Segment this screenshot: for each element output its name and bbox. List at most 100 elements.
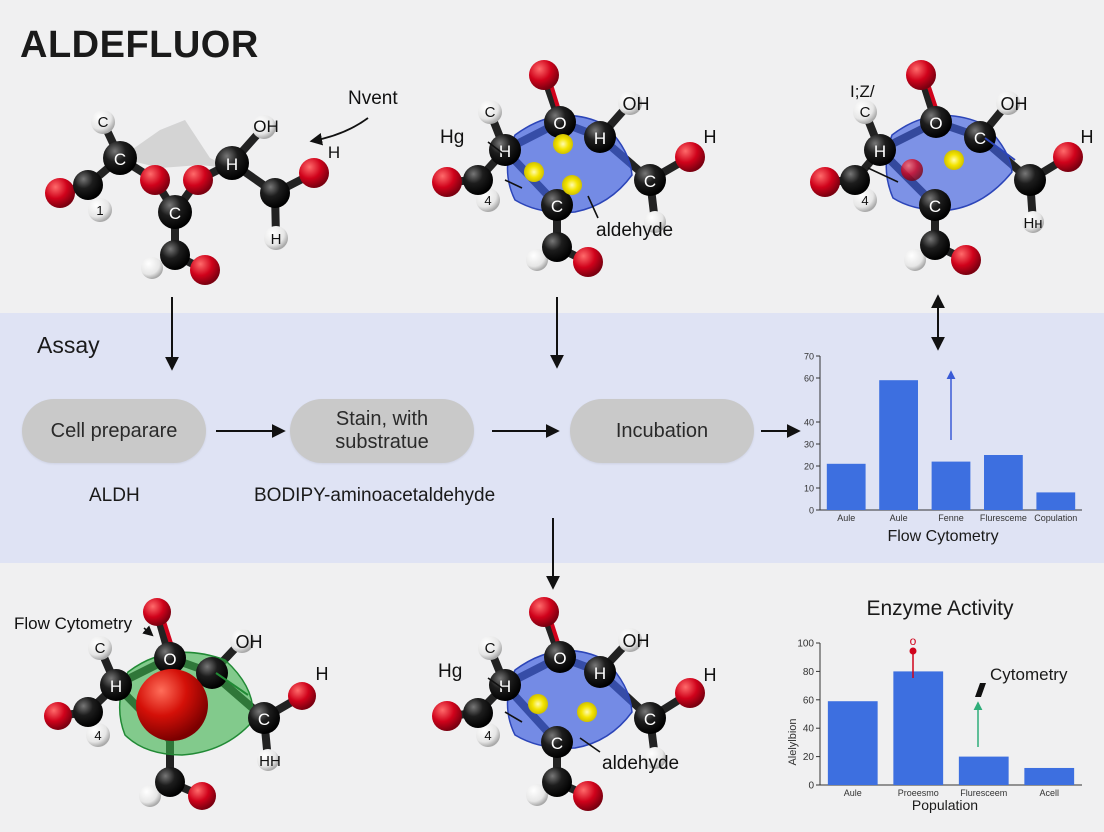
atom-label: H xyxy=(594,129,606,148)
atom-label: H xyxy=(704,127,717,147)
flow-arrows xyxy=(165,294,945,590)
bar-3 xyxy=(931,461,971,510)
y-tick-label: 80 xyxy=(803,667,815,678)
bar-3 xyxy=(958,756,1009,785)
atom-label: C xyxy=(485,640,496,657)
label-pointer xyxy=(487,141,506,156)
bar-4 xyxy=(1024,767,1075,785)
annotation-arrow xyxy=(309,117,369,146)
label-pointer xyxy=(579,737,601,753)
y-tick-label: 30 xyxy=(804,440,814,450)
annotation-arrow xyxy=(142,625,154,637)
atom-label: O xyxy=(553,649,566,668)
chart2-ylabel: Alelylbion xyxy=(787,718,799,765)
x-tick-label: Fluresceme xyxy=(980,513,1027,523)
molecule-bottom-center: C OH O H C 4 C H H Hg aldehyde xyxy=(432,597,717,811)
step-label: Stain, with substratue xyxy=(335,408,429,453)
x-tick-label: Proeesmo xyxy=(898,788,939,798)
step-stain-substrate[interactable]: Stain, with substratue xyxy=(290,399,474,463)
label-pointer xyxy=(215,672,249,696)
atom-label: H xyxy=(594,664,606,683)
side-label: aldehyde xyxy=(602,753,679,774)
label-substrate: BODIPY-aminoacetaldehyde xyxy=(254,485,496,506)
atom-label: OH xyxy=(1001,94,1028,114)
atom-label: C xyxy=(551,734,563,753)
atom-label: C xyxy=(95,640,106,657)
cursor-icon xyxy=(975,683,986,697)
bar-1 xyxy=(827,701,878,785)
y-tick-label: 60 xyxy=(804,374,814,384)
annotation-label: Nvent xyxy=(348,88,398,109)
label-pointer xyxy=(587,195,599,219)
label-aldh: ALDH xyxy=(89,485,140,506)
atom-label: C xyxy=(644,710,656,729)
bar-4 xyxy=(984,455,1023,510)
side-label: Hg xyxy=(438,661,462,682)
atom-label: H xyxy=(110,677,122,696)
y-tick-label: 20 xyxy=(803,752,815,763)
atom-label: C xyxy=(860,104,871,121)
step-incubation[interactable]: Incubation xyxy=(570,399,754,463)
x-tick-label: Aule xyxy=(844,788,862,798)
atom-label: H xyxy=(1081,127,1094,147)
atom-label: 4 xyxy=(861,193,868,208)
atom-label: C xyxy=(551,197,563,216)
atom-label: H xyxy=(226,155,238,174)
atom-label: Hн xyxy=(1023,215,1042,232)
y-tick-label: 0 xyxy=(808,781,814,792)
marker-dot xyxy=(909,647,917,655)
molecule-top-left: C C C H 1 OH H H Nvent xyxy=(45,88,398,285)
chart2-annotation: Cytometry xyxy=(990,665,1068,684)
y-tick-label: 100 xyxy=(797,639,814,650)
side-label: aldehyde xyxy=(596,220,673,241)
label-pointer xyxy=(867,167,899,183)
bar-1 xyxy=(826,463,866,510)
atom-label: C xyxy=(98,114,109,131)
marker-label: o xyxy=(910,634,917,648)
chart1-xlabel: Flow Cytometry xyxy=(887,528,998,545)
atom-label: OH xyxy=(623,94,650,114)
atom-label: H xyxy=(316,664,329,684)
atom-label: C xyxy=(644,172,656,191)
x-tick-label: Aule xyxy=(890,513,908,523)
x-tick-label: Aule xyxy=(837,513,855,523)
side-label: Hg xyxy=(440,127,464,148)
atom-label: 4 xyxy=(484,728,491,743)
y-tick-label: 70 xyxy=(804,352,814,362)
label-pointer xyxy=(984,137,1016,161)
atom-label: 1 xyxy=(96,203,103,218)
fluorescent-product xyxy=(136,669,208,741)
atom-label: H xyxy=(328,143,340,162)
atom-label: C xyxy=(929,197,941,216)
y-tick-label: 60 xyxy=(803,695,815,706)
step-cell-preparation[interactable]: Cell preparare xyxy=(22,399,206,463)
x-tick-label: Fenne xyxy=(938,513,964,523)
page-title: ALDEFLUOR xyxy=(20,24,259,66)
y-tick-label: 40 xyxy=(804,418,814,428)
atom-label: C xyxy=(169,204,181,223)
bar-2 xyxy=(893,671,944,785)
x-tick-label: Fluresceem xyxy=(960,788,1007,798)
atom-label: C xyxy=(485,104,496,121)
annotation-label: Flow Cytometry xyxy=(14,614,133,633)
x-tick-label: Copulation xyxy=(1034,513,1077,523)
annotation-label: I;Z/ xyxy=(850,82,875,101)
atom-label: O xyxy=(929,114,942,133)
atom-label: C xyxy=(974,129,986,148)
step-label: Cell preparare xyxy=(50,419,178,442)
label-pointer xyxy=(487,677,506,691)
atom-label: 4 xyxy=(484,193,491,208)
band-heading: Assay xyxy=(37,332,100,358)
y-tick-label: 40 xyxy=(803,724,815,735)
atom-label: O xyxy=(553,114,566,133)
molecule-bottom-left: C OH O H C 4 H HH Flow Cytometry xyxy=(14,598,329,810)
y-tick-label: 20 xyxy=(804,462,814,472)
atom-label: H xyxy=(499,677,511,696)
atom-label: C xyxy=(114,150,126,169)
atom-label: OH xyxy=(253,117,279,136)
step-label: Incubation xyxy=(615,419,709,442)
y-tick-label: 10 xyxy=(804,484,814,494)
